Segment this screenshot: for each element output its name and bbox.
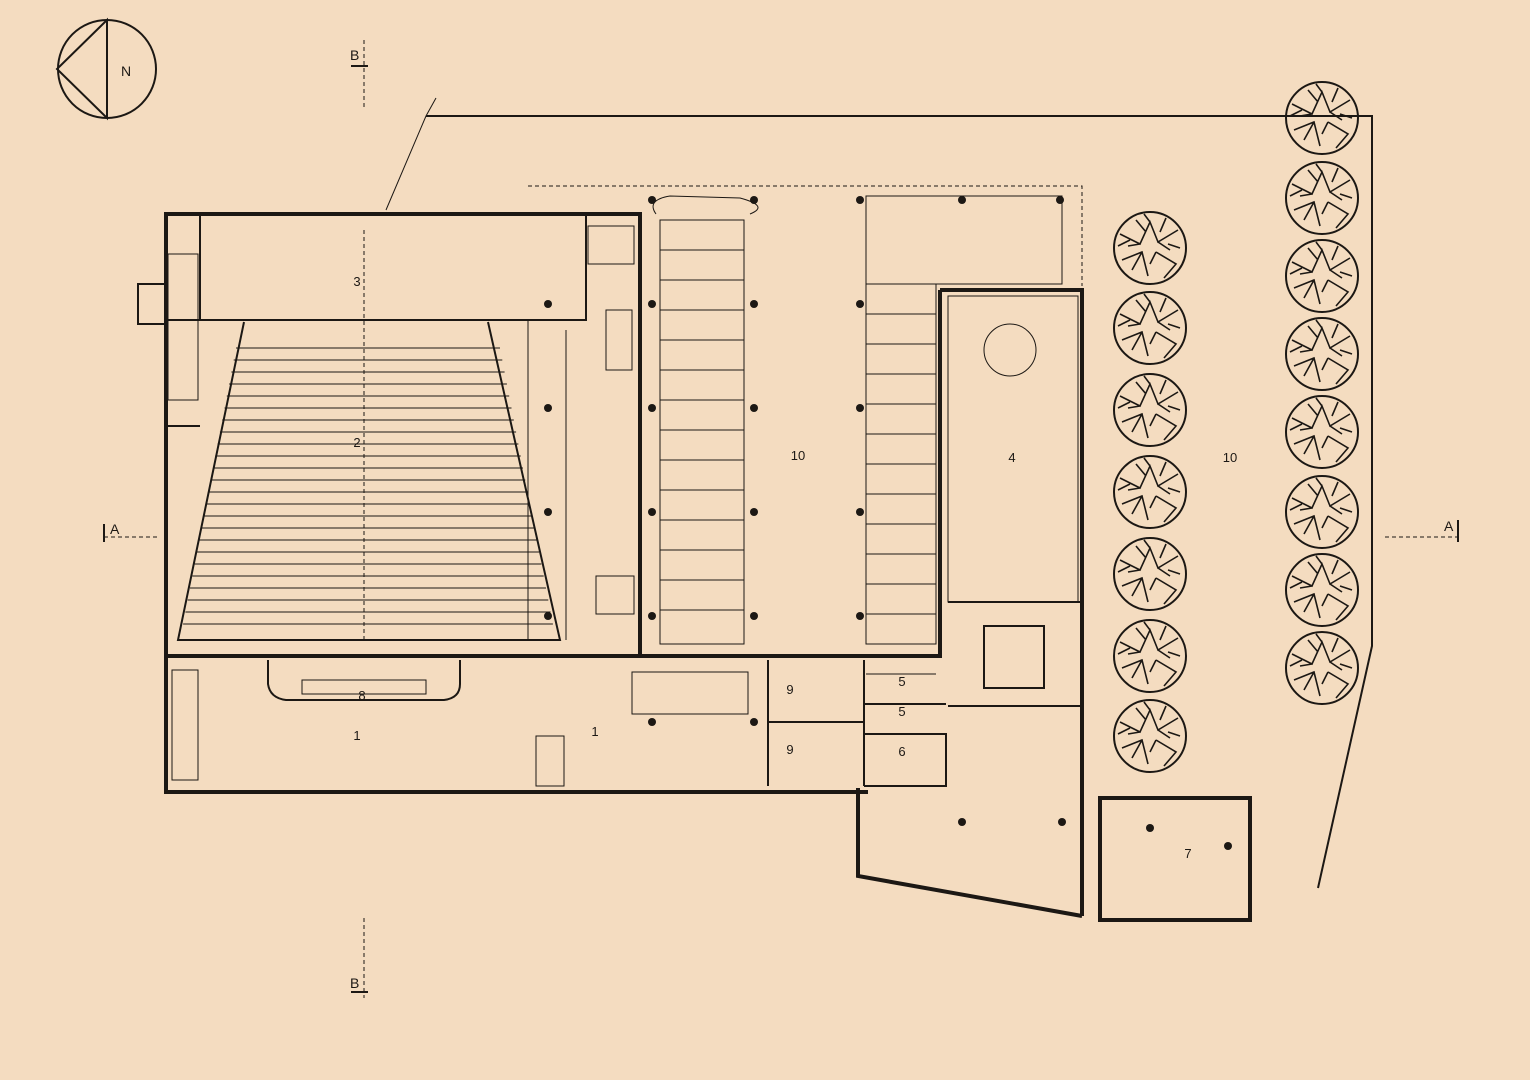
column-icon xyxy=(1224,842,1232,850)
tree-icon xyxy=(1113,455,1187,529)
tree-icon xyxy=(1285,161,1359,235)
cafe-block xyxy=(940,288,1084,916)
column-icon xyxy=(750,404,758,412)
tree-rows xyxy=(1113,81,1359,773)
tree-icon xyxy=(1113,537,1187,611)
column-icon xyxy=(648,612,656,620)
column-icon xyxy=(544,612,552,620)
column-icon xyxy=(856,612,864,620)
column-icon xyxy=(544,404,552,412)
column-icon xyxy=(648,196,656,204)
section-line-a: A A xyxy=(103,518,1460,542)
site-boundary xyxy=(385,97,1373,889)
tree-icon xyxy=(1285,81,1359,155)
section-b-bottom-label: B xyxy=(350,975,359,991)
tree-icon xyxy=(1113,619,1187,693)
column-icon xyxy=(648,718,656,726)
room-label-5-upper: 5 xyxy=(898,674,905,689)
column-icon xyxy=(1146,824,1154,832)
parking-hall xyxy=(638,195,1063,675)
room-label-1-left: 1 xyxy=(353,728,360,743)
column-icon xyxy=(544,300,552,308)
column-icon xyxy=(750,300,758,308)
tree-icon xyxy=(1113,291,1187,365)
tree-icon xyxy=(1285,239,1359,313)
column-icon xyxy=(648,404,656,412)
column-icon xyxy=(750,718,758,726)
room-label-5-lower: 5 xyxy=(898,704,905,719)
section-a-right-label: A xyxy=(1444,518,1454,534)
room-label-4: 4 xyxy=(1008,450,1015,465)
tree-icon xyxy=(1285,553,1359,627)
room-label-9-lower: 9 xyxy=(786,742,793,757)
room-label-2: 2 xyxy=(353,435,360,450)
column-icon xyxy=(1056,196,1064,204)
column-icon xyxy=(544,508,552,516)
column-icon xyxy=(856,196,864,204)
room-labels: 3 2 10 4 10 1 8 1 9 9 5 5 6 7 xyxy=(353,274,1237,861)
tree-icon xyxy=(1285,475,1359,549)
room-label-9-upper: 9 xyxy=(786,682,793,697)
room-label-3: 3 xyxy=(353,274,360,289)
section-b-top-label: B xyxy=(350,47,359,63)
tree-icon xyxy=(1285,631,1359,705)
tree-icon xyxy=(1113,373,1187,447)
room-label-10-garden: 10 xyxy=(1223,450,1237,465)
column-icon xyxy=(750,508,758,516)
column-icon xyxy=(856,404,864,412)
room-label-10-parking: 10 xyxy=(791,448,805,463)
tree-icon xyxy=(1285,395,1359,469)
room-label-1-right: 1 xyxy=(591,724,598,739)
north-arrow-icon: N xyxy=(55,17,157,121)
seating-rows xyxy=(183,347,553,625)
column-icon xyxy=(648,300,656,308)
north-label: N xyxy=(121,63,131,79)
room-label-7: 7 xyxy=(1184,846,1191,861)
column-icon xyxy=(856,300,864,308)
section-line-b: B B xyxy=(350,40,368,998)
room-label-6: 6 xyxy=(898,744,905,759)
section-a-left-label: A xyxy=(110,521,120,537)
column-icon xyxy=(1058,818,1066,826)
column-icon xyxy=(648,508,656,516)
tree-icon xyxy=(1285,317,1359,391)
column-icon xyxy=(856,508,864,516)
auditorium-block xyxy=(137,212,642,658)
column-icon xyxy=(958,196,966,204)
column-icon xyxy=(750,612,758,620)
column-icon xyxy=(958,818,966,826)
tree-icon xyxy=(1113,211,1187,285)
column-icon xyxy=(750,196,758,204)
tree-icon xyxy=(1113,699,1187,773)
room-label-8: 8 xyxy=(358,688,365,703)
structural-columns xyxy=(544,196,1232,850)
lobby-block xyxy=(164,656,1252,922)
